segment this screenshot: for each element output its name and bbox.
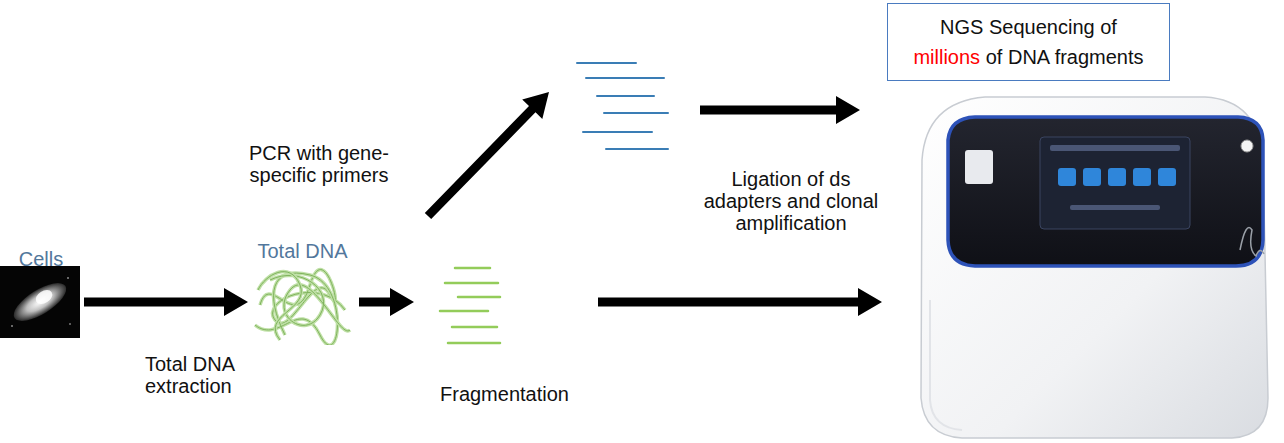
screen-bar (1070, 205, 1160, 210)
dna-strand (270, 275, 350, 330)
dna-fragments (440, 268, 500, 343)
cell-micrograph (0, 266, 80, 338)
dna-tangle (250, 265, 355, 345)
dna-strand (258, 272, 301, 340)
step-label: Fragmentation (440, 383, 580, 405)
cells-image: Cells (0, 248, 82, 338)
speck (69, 323, 71, 325)
panel-window (965, 150, 993, 184)
fragment-line (445, 282, 498, 285)
micrograph-ground (0, 266, 80, 338)
fragment-line (452, 326, 497, 329)
screen-icon (1158, 168, 1176, 186)
power-button (1241, 140, 1253, 152)
process-arrow (598, 288, 882, 316)
pcr-fragments (577, 63, 668, 149)
dna-strand (270, 275, 350, 330)
screen-icon (1083, 168, 1101, 186)
dna-strand (258, 272, 301, 340)
speck (11, 325, 13, 327)
fragment-line (586, 77, 664, 79)
fragment-line (458, 296, 500, 299)
sequencer-machine (921, 97, 1268, 438)
flow-arrow (84, 288, 248, 316)
brand-mark (1240, 228, 1264, 257)
image-heading: Cells (0, 248, 82, 270)
screen-icon (1133, 168, 1151, 186)
fragment-line (604, 112, 668, 114)
cell-body (8, 276, 72, 328)
step-label: Ligation of ds adapters and clonal ampli… (693, 168, 889, 234)
machine-panel (948, 117, 1263, 266)
process-box: NGS Sequencing of millions of DNA fragme… (887, 3, 1170, 81)
fragment-line (440, 310, 488, 313)
process-arrow (425, 92, 549, 219)
box-text: NGS Sequencing of millions of DNA fragme… (898, 12, 1159, 72)
fragment-line (583, 131, 652, 133)
screen-icon (1058, 168, 1076, 186)
process-arrow (700, 96, 860, 124)
machine-screen (1040, 137, 1190, 229)
step-label: PCR with gene-specific primers (238, 142, 400, 186)
speck (67, 277, 69, 279)
edge-label: Total DNA extraction (145, 353, 263, 397)
image-heading: Total DNA (250, 240, 355, 262)
fragment-line (597, 95, 654, 97)
fragment-line (577, 62, 636, 64)
screen-bar (1050, 145, 1180, 151)
total-dna-image: Total DNA (250, 240, 355, 345)
machine-body (921, 97, 1268, 438)
fragment-line (606, 148, 668, 150)
cell-nucleus (33, 287, 55, 307)
process-arrow (359, 288, 414, 316)
fragment-line (448, 342, 500, 345)
fragment-line (455, 267, 490, 270)
machine-edge (930, 300, 962, 430)
screen-icon (1108, 168, 1126, 186)
